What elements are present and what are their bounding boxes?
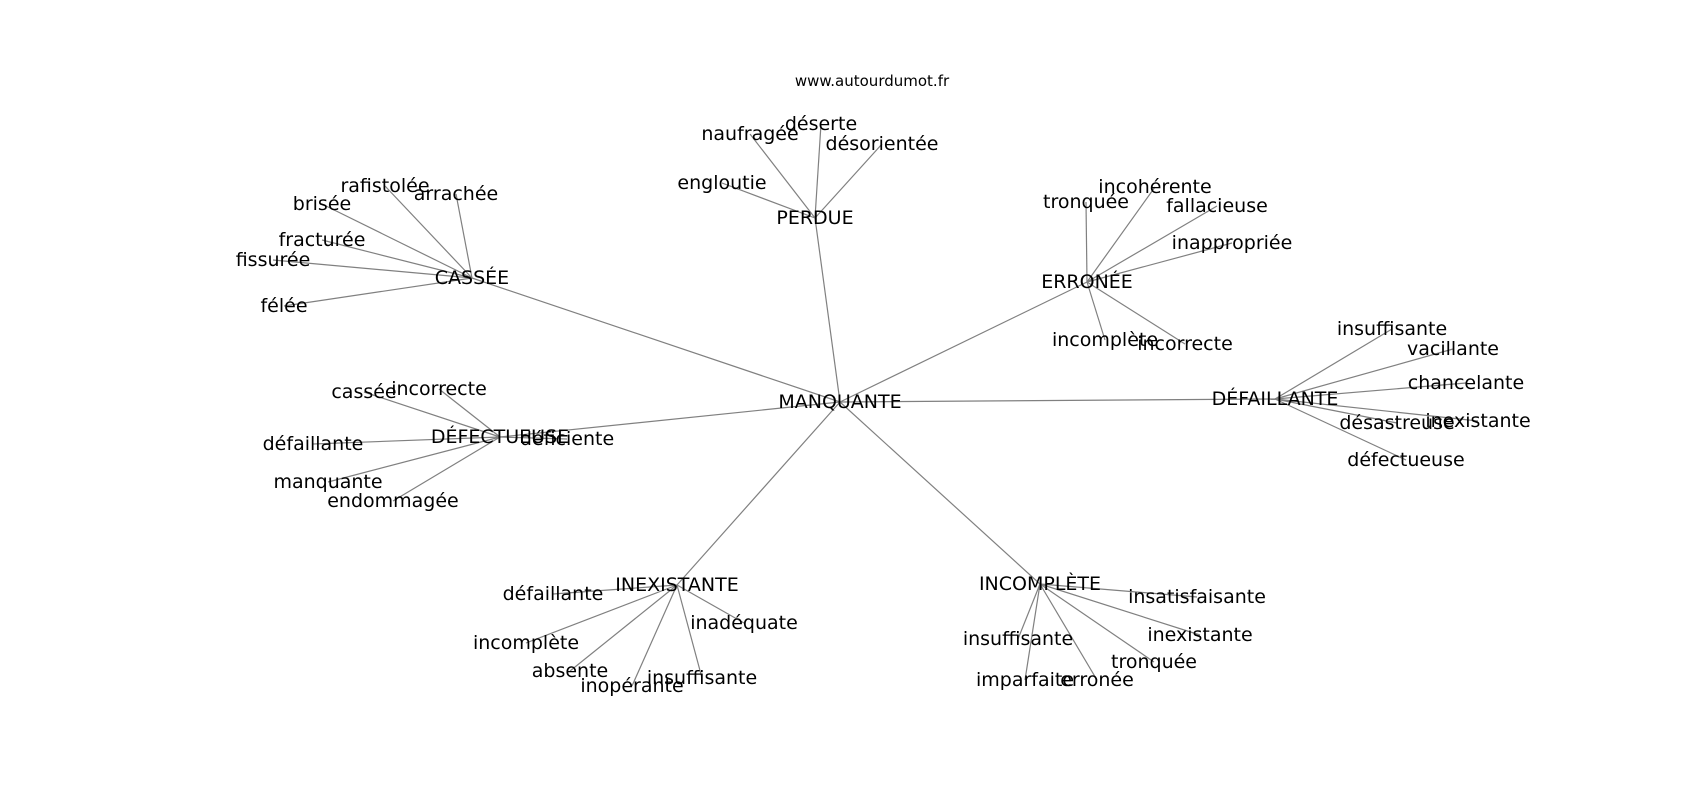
edge-hub-leaf (1039, 583, 1198, 598)
edge-hub-leaf (525, 584, 678, 644)
edge-hub-leaf (814, 123, 822, 219)
edge-center-hub (839, 281, 1088, 403)
edge-hub-leaf (321, 203, 473, 279)
edge-center-hub (499, 401, 841, 438)
labels: MANQUANTE PERDUE naufragéedésertedésorient… (236, 113, 1531, 697)
edge-hub-leaf (1274, 398, 1398, 424)
edge-center-hub (839, 398, 1276, 403)
leaf-word: arrachée (414, 183, 498, 205)
leaf-word: inadéquate (690, 612, 798, 634)
leaf-word: défaillante (263, 433, 364, 455)
leaf-word: incohérente (1098, 176, 1211, 198)
edge-hub-leaf (1086, 242, 1233, 283)
edge-hub-leaf (327, 436, 501, 483)
leaf-word: insuffisante (963, 628, 1073, 650)
edge-hub-leaf (438, 388, 501, 438)
leaf-word: engloutie (677, 172, 766, 194)
leaf-word: inexistante (1147, 624, 1252, 646)
edge-hub-leaf (1039, 583, 1201, 636)
leaf-word: imparfaite (976, 669, 1074, 691)
hub-word: DÉFECTUEUSE (431, 425, 569, 448)
edge-hub-leaf (1085, 201, 1088, 283)
edge-hub-leaf (363, 391, 501, 438)
edge-hub-leaf (1039, 583, 1098, 681)
edge-hub-leaf (392, 436, 501, 502)
edge-hub-leaf (272, 259, 473, 279)
edges (272, 123, 1479, 687)
leaf-word: inappropriée (1172, 232, 1293, 254)
leaf-word: inopérante (580, 675, 683, 697)
leaf-word: insuffisante (1337, 318, 1447, 340)
leaf-word: endommagée (327, 490, 459, 512)
edge-hub-leaf (631, 584, 678, 687)
edge-hub-leaf (1024, 583, 1041, 681)
leaf-word: insatisfaisante (1128, 586, 1266, 608)
hub-word: PERDUE (776, 207, 853, 229)
edge-center-hub (839, 401, 1041, 585)
edge-hub-leaf (1274, 398, 1479, 422)
leaf-word: déficiente (520, 428, 614, 450)
watermark: www.autourdumot.fr (795, 72, 950, 90)
leaf-word: incorrecte (1137, 333, 1233, 355)
edge-hub-leaf (499, 436, 568, 440)
leaf-word: incomplète (1052, 329, 1158, 351)
edge-hub-leaf (676, 584, 745, 624)
leaf-word: fallacieuse (1166, 195, 1268, 217)
edge-hub-leaf (552, 584, 678, 595)
leaf-word: vacillante (1407, 338, 1499, 360)
hub-word: DÉFAILLANTE (1212, 387, 1339, 410)
leaf-word: défaillante (503, 583, 604, 605)
leaf-word: déserte (785, 113, 857, 135)
edge-hub-leaf (749, 133, 816, 219)
edge-center-hub (814, 217, 841, 403)
edge-hub-leaf (1017, 583, 1041, 640)
leaf-word: défectueuse (1347, 449, 1464, 471)
leaf-word: tronquée (1111, 651, 1197, 673)
edge-hub-leaf (1086, 205, 1218, 283)
edge-hub-leaf (455, 193, 473, 279)
leaf-word: erronée (1060, 669, 1134, 691)
edge-hub-leaf (321, 239, 473, 279)
leaf-word: insuffisante (647, 667, 757, 689)
edge-hub-leaf (1274, 398, 1407, 461)
leaf-word: brisée (293, 193, 351, 215)
edge-hub-leaf (283, 277, 473, 307)
edge-hub-leaf (1039, 583, 1155, 663)
edge-hub-leaf (569, 584, 678, 672)
leaf-word: félée (260, 295, 307, 317)
edge-center-hub (676, 401, 841, 586)
leaf-word: cassée (331, 381, 396, 403)
leaf-word: incomplète (473, 632, 579, 654)
leaf-word: désorientée (826, 133, 939, 155)
center-word: MANQUANTE (778, 391, 901, 413)
leaf-word: fracturée (279, 229, 366, 251)
edge-hub-leaf (676, 584, 703, 679)
leaf-word: naufragée (701, 123, 798, 145)
hub-word: INEXISTANTE (615, 574, 738, 596)
leaf-word: chancelante (1408, 372, 1524, 394)
edge-hub-leaf (1274, 382, 1467, 400)
leaf-word: absente (532, 660, 608, 682)
edge-hub-leaf (721, 182, 816, 219)
hub-word: INCOMPLÈTE (979, 572, 1101, 595)
edge-hub-leaf (1086, 281, 1106, 341)
edge-hub-leaf (1086, 186, 1156, 283)
leaf-word: inexistante (1425, 410, 1530, 432)
hub-word: ERRONÉE (1041, 270, 1133, 293)
leaf-word: désastreuse (1339, 412, 1454, 434)
edge-hub-leaf (1086, 281, 1186, 345)
edge-hub-leaf (312, 436, 501, 445)
leaf-word: fissurée (236, 249, 311, 271)
hub-word: CASSÉE (435, 266, 509, 289)
edge-hub-leaf (1274, 328, 1393, 400)
edge-hub-leaf (814, 143, 883, 219)
leaf-word: incorrecte (391, 378, 487, 400)
leaf-word: tronquée (1043, 191, 1129, 213)
edge-hub-leaf (1274, 348, 1454, 400)
edge-hub-leaf (384, 185, 473, 279)
leaf-word: rafistolée (340, 175, 429, 197)
edge-center-hub (471, 277, 841, 403)
leaf-word: manquante (273, 471, 382, 493)
